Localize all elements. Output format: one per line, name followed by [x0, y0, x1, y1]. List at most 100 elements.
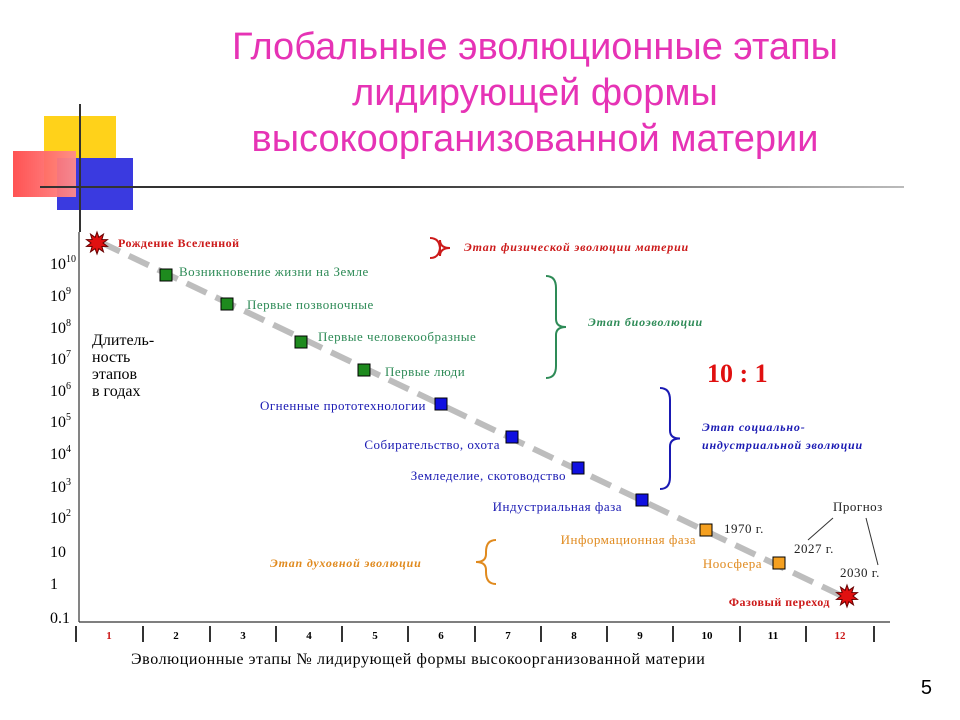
- y-tick-label: 104: [50, 444, 71, 463]
- y-tick-label: 0.1: [50, 610, 70, 627]
- event-label: 1970 г.: [724, 521, 764, 536]
- x-stage-label: 5: [372, 630, 378, 642]
- stage-brace: [429, 237, 451, 259]
- y-tick-label: 105: [50, 412, 71, 431]
- y-tick-exponent: 4: [66, 444, 71, 455]
- y-tick-label: 10: [50, 544, 66, 561]
- y-tick-exponent: 5: [66, 412, 71, 423]
- stage-brace: [545, 275, 567, 379]
- y-axis-label-line: этапов: [92, 366, 138, 383]
- x-stage-label: 9: [637, 630, 643, 642]
- y-tick-exponent: 2: [66, 508, 71, 519]
- event-label: Индустриальная фаза: [493, 499, 622, 514]
- y-tick-base: 10: [50, 288, 66, 305]
- ratio-label: 10 : 1: [707, 359, 768, 388]
- square-marker: [505, 430, 519, 444]
- event-label: 2030 г.: [840, 565, 880, 580]
- y-tick-base: 10: [50, 383, 66, 400]
- square-marker: [220, 297, 234, 311]
- square-marker: [635, 493, 649, 507]
- y-tick-label: 103: [50, 477, 71, 496]
- burst-marker: [85, 230, 109, 256]
- y-tick-exponent: 6: [66, 381, 71, 392]
- trend-line: [98, 239, 844, 599]
- event-label: Земледелие, скотоводство: [411, 468, 566, 483]
- stage-annotation-label: индустриальной эволюции: [702, 438, 863, 452]
- y-tick-base: 0.1: [50, 610, 70, 627]
- y-axis-label-line: ность: [92, 349, 130, 366]
- slide-title: Глобальные эволюционные этапы лидирующей…: [150, 24, 920, 162]
- y-tick-exponent: 8: [66, 318, 71, 329]
- event-label: Первые человекообразные: [318, 329, 476, 344]
- forecast-pointer: [807, 517, 834, 541]
- event-label: Собирательство, охота: [364, 437, 500, 452]
- y-tick-label: 1: [50, 576, 58, 593]
- y-tick-exponent: 10: [66, 254, 76, 265]
- square-marker: [434, 397, 448, 411]
- stage-brace: [475, 539, 497, 585]
- y-tick-exponent: 9: [66, 286, 71, 297]
- y-tick-label: 107: [50, 349, 71, 368]
- x-stage-label: 12: [835, 630, 847, 642]
- y-tick-base: 10: [50, 510, 66, 527]
- square-marker: [159, 268, 173, 282]
- y-tick-base: 10: [50, 351, 66, 368]
- y-tick-base: 10: [50, 320, 66, 337]
- square-marker: [571, 461, 585, 475]
- y-tick-label: 109: [50, 286, 71, 305]
- y-tick-base: 10: [50, 479, 66, 496]
- y-tick-exponent: 7: [66, 349, 71, 360]
- y-tick-label: 106: [50, 381, 71, 400]
- y-tick-base: 10: [50, 414, 66, 431]
- event-label: Фазовый переход: [729, 595, 830, 609]
- event-label: Огненные прототехнологии: [260, 398, 426, 413]
- event-label: Возникновение жизни на Земле: [179, 264, 369, 279]
- event-label: Прогноз: [833, 499, 883, 514]
- y-tick-base: 1: [50, 576, 58, 593]
- square-marker: [357, 363, 371, 377]
- slide-number: 5: [920, 677, 932, 699]
- x-stage-label: 1: [106, 630, 112, 642]
- y-tick-label: 108: [50, 318, 71, 337]
- title-line: высокоорганизованной материи: [251, 118, 819, 160]
- event-label: Первые люди: [385, 364, 465, 379]
- y-axis-label-line: Длитель-: [92, 332, 154, 349]
- decor-red-square: [13, 151, 76, 197]
- x-stage-label: 8: [571, 630, 577, 642]
- y-tick-label: 1010: [50, 254, 76, 273]
- decor-vertical-line: [79, 104, 81, 232]
- event-markers: [85, 230, 859, 609]
- decor-horizontal-line: [40, 186, 904, 188]
- x-stage-label: 3: [240, 630, 246, 642]
- stage-annotation-label: Этап физической эволюции материи: [464, 240, 689, 254]
- x-stage-label: 4: [306, 630, 312, 642]
- square-marker: [772, 556, 786, 570]
- stage-annotation-label: Этап социально-: [702, 420, 806, 434]
- title-line: лидирующей формы: [352, 72, 718, 114]
- x-stage-label: 6: [438, 630, 444, 642]
- y-tick-exponent: 3: [66, 477, 71, 488]
- y-tick-base: 10: [50, 544, 66, 561]
- x-stage-label: 7: [505, 630, 511, 642]
- event-label: Рождение Вселенной: [118, 236, 240, 250]
- trend-dashed-line: [98, 239, 844, 599]
- x-stage-label: 2: [173, 630, 179, 642]
- axes: 10101091081071061051041031021010.1Длител…: [50, 232, 890, 668]
- x-axis-label: Эволюционные этапы № лидирующей формы вы…: [131, 651, 705, 668]
- event-label: Первые позвоночные: [247, 297, 374, 312]
- x-stage-label: 11: [768, 630, 778, 642]
- square-marker: [699, 523, 713, 537]
- square-marker: [294, 335, 308, 349]
- y-tick-base: 10: [50, 256, 66, 273]
- event-label: 2027 г.: [794, 541, 834, 556]
- stage-brace: [659, 387, 681, 490]
- stage-annotation-label: Этап биоэволюции: [588, 315, 703, 329]
- y-tick-label: 102: [50, 508, 71, 527]
- x-stage-label: 10: [702, 630, 714, 642]
- forecast-pointer: [865, 517, 879, 566]
- y-axis-label-line: в годах: [92, 383, 141, 400]
- y-tick-base: 10: [50, 446, 66, 463]
